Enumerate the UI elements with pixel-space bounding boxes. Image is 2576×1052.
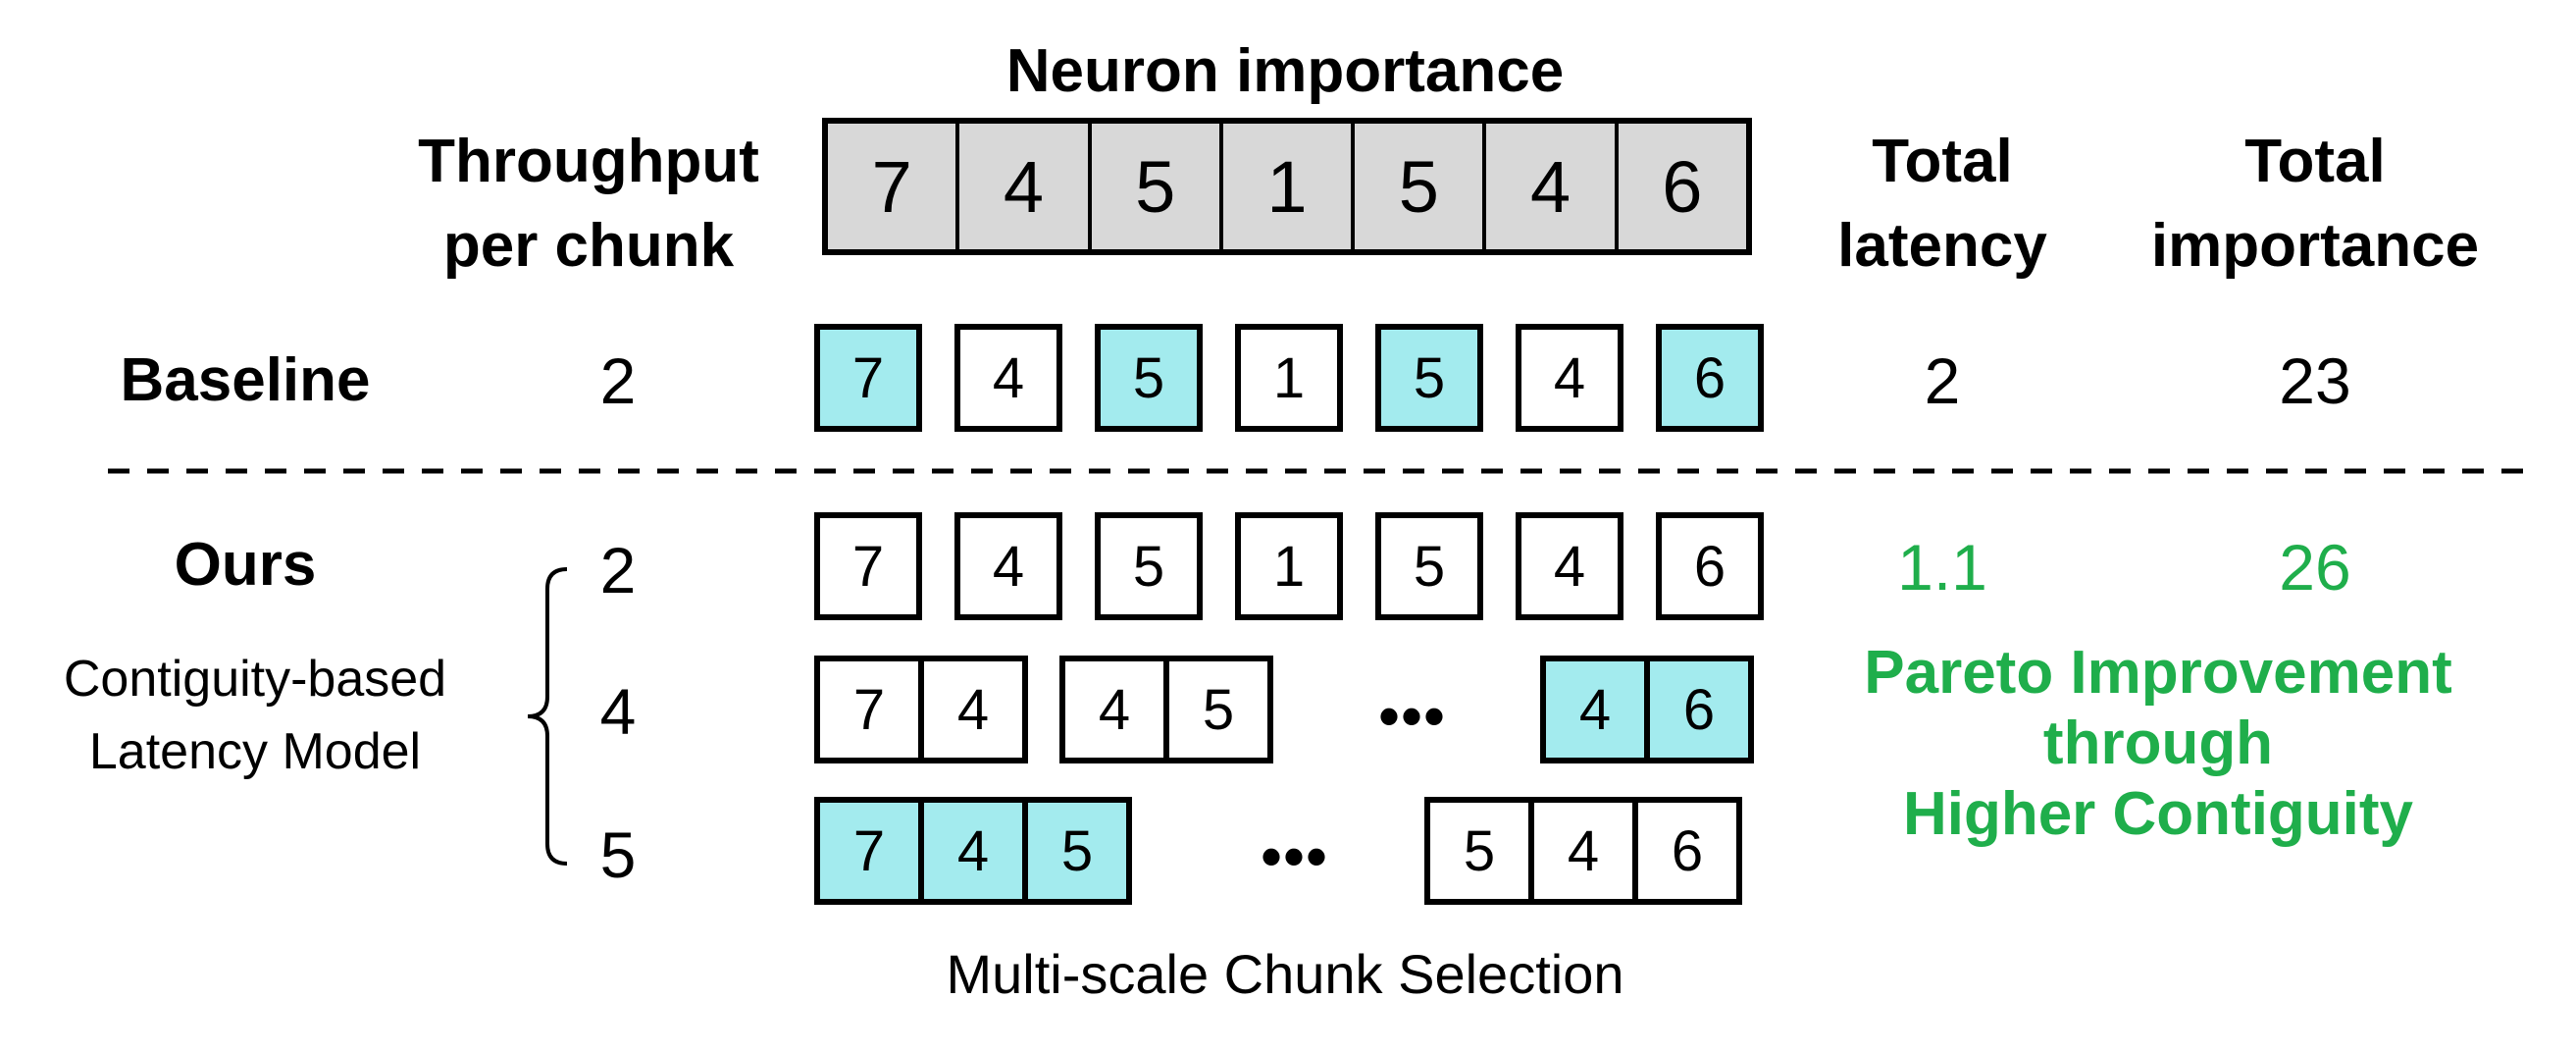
baseline-cell: 4 (954, 324, 1062, 432)
ours-row1-cell: 5 (1095, 512, 1203, 620)
importance-cell: 5 (1355, 124, 1487, 249)
ours-row2-pair3-cell-selected: 4 (1540, 656, 1650, 763)
pareto-note-line3: Higher Contiguity (1902, 780, 2414, 848)
ours-row3-ellipsis: ••• (1261, 823, 1329, 889)
baseline-cell-selected: 7 (814, 324, 922, 432)
baseline-cell-selected: 6 (1656, 324, 1764, 432)
ours-row2-ellipsis: ••• (1378, 683, 1447, 749)
latency-model-line1: Contiguity-based (63, 651, 447, 708)
ours-row1-cell: 4 (954, 512, 1062, 620)
latency-model-line2: Latency Model (88, 723, 422, 780)
ours-row3-triple2-cell: 6 (1632, 797, 1742, 905)
ours-row3-triple1-cell-selected: 4 (918, 797, 1028, 905)
pareto-note-line1: Pareto Improvement (1864, 639, 2452, 707)
importance-header-line1: Total (2244, 128, 2386, 195)
baseline-latency: 2 (1924, 344, 1961, 417)
ours-row1-cell: 4 (1516, 512, 1623, 620)
importance-header: Total importance (2119, 120, 2511, 289)
ours-row2-pair2-cell: 4 (1059, 656, 1169, 763)
ours-label: Ours (174, 531, 317, 599)
ours-row3-triple2-cell: 4 (1528, 797, 1638, 905)
baseline-cell-selected: 5 (1375, 324, 1483, 432)
baseline-label: Baseline (120, 346, 371, 414)
ours-row2-pair3-cell-selected: 6 (1644, 656, 1754, 763)
ours-row1-cell: 7 (814, 512, 922, 620)
importance-cell: 7 (828, 124, 960, 249)
ours-row3-triple1-cell-selected: 7 (814, 797, 924, 905)
throughput-header: Throughput per chunk (402, 120, 775, 289)
importance-cell: 1 (1222, 124, 1356, 249)
latency-header-line1: Total (1872, 128, 2013, 195)
neuron-importance-title: Neuron importance (1005, 37, 1565, 105)
importance-cell: 4 (1486, 124, 1619, 249)
importance-array: 7 4 5 1 5 4 6 (822, 118, 1752, 255)
baseline-cell-selected: 5 (1095, 324, 1203, 432)
latency-header: Total latency (1795, 120, 2089, 289)
caption: Multi-scale Chunk Selection (946, 943, 1624, 1005)
ours-total-importance: 26 (2279, 531, 2351, 604)
importance-cell: 6 (1618, 124, 1746, 249)
throughput-header-line1: Throughput (418, 128, 759, 195)
latency-header-line2: latency (1837, 212, 2047, 280)
importance-cell: 4 (959, 124, 1092, 249)
baseline-cell: 1 (1235, 324, 1343, 432)
ours-latency: 1.1 (1897, 531, 1987, 604)
ours-row1-cell: 1 (1235, 512, 1343, 620)
ours-row1-cell: 5 (1375, 512, 1483, 620)
baseline-cell: 4 (1516, 324, 1623, 432)
throughput-header-line2: per chunk (442, 212, 735, 280)
importance-cell: 5 (1091, 124, 1223, 249)
ours-throughput-row3: 5 (599, 818, 637, 891)
baseline-throughput: 2 (599, 344, 637, 417)
dashed-separator (108, 468, 2541, 474)
baseline-total-importance: 23 (2279, 344, 2351, 417)
ours-row3-triple1-cell-selected: 5 (1022, 797, 1132, 905)
ours-row1-cell: 6 (1656, 512, 1764, 620)
ours-row2-pair1-cell: 7 (814, 656, 924, 763)
ours-throughput-row1: 2 (599, 534, 637, 606)
ours-row2-pair2-cell: 5 (1163, 656, 1273, 763)
ours-row3-triple2-cell: 5 (1424, 797, 1534, 905)
pareto-note-line2: through (2042, 710, 2274, 777)
ours-row2-pair1-cell: 4 (918, 656, 1028, 763)
importance-header-line2: importance (2150, 212, 2480, 280)
pareto-note: Pareto Improvement through Higher Contig… (1815, 638, 2501, 850)
latency-model-label: Contiguity-based Latency Model (20, 643, 490, 788)
ours-throughput-row2: 4 (599, 675, 637, 748)
curly-brace-icon (527, 567, 568, 866)
